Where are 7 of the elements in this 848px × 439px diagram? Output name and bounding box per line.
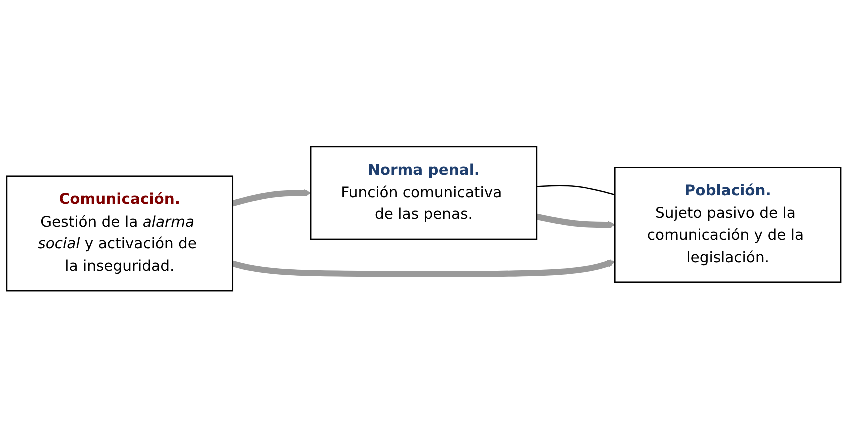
node-box: Norma penal. Función comunicativa de las penas. — [310, 146, 538, 241]
connector — [536, 186, 616, 196]
arrow — [536, 214, 616, 230]
arrow — [232, 260, 616, 278]
node-box: Comunicación. Gestión de la alarma social y activación de la inseguridad. — [6, 176, 234, 292]
node-box: Población. Sujeto pasivo de la comunicación y de la legislación. — [614, 168, 842, 284]
arrow — [232, 190, 312, 208]
